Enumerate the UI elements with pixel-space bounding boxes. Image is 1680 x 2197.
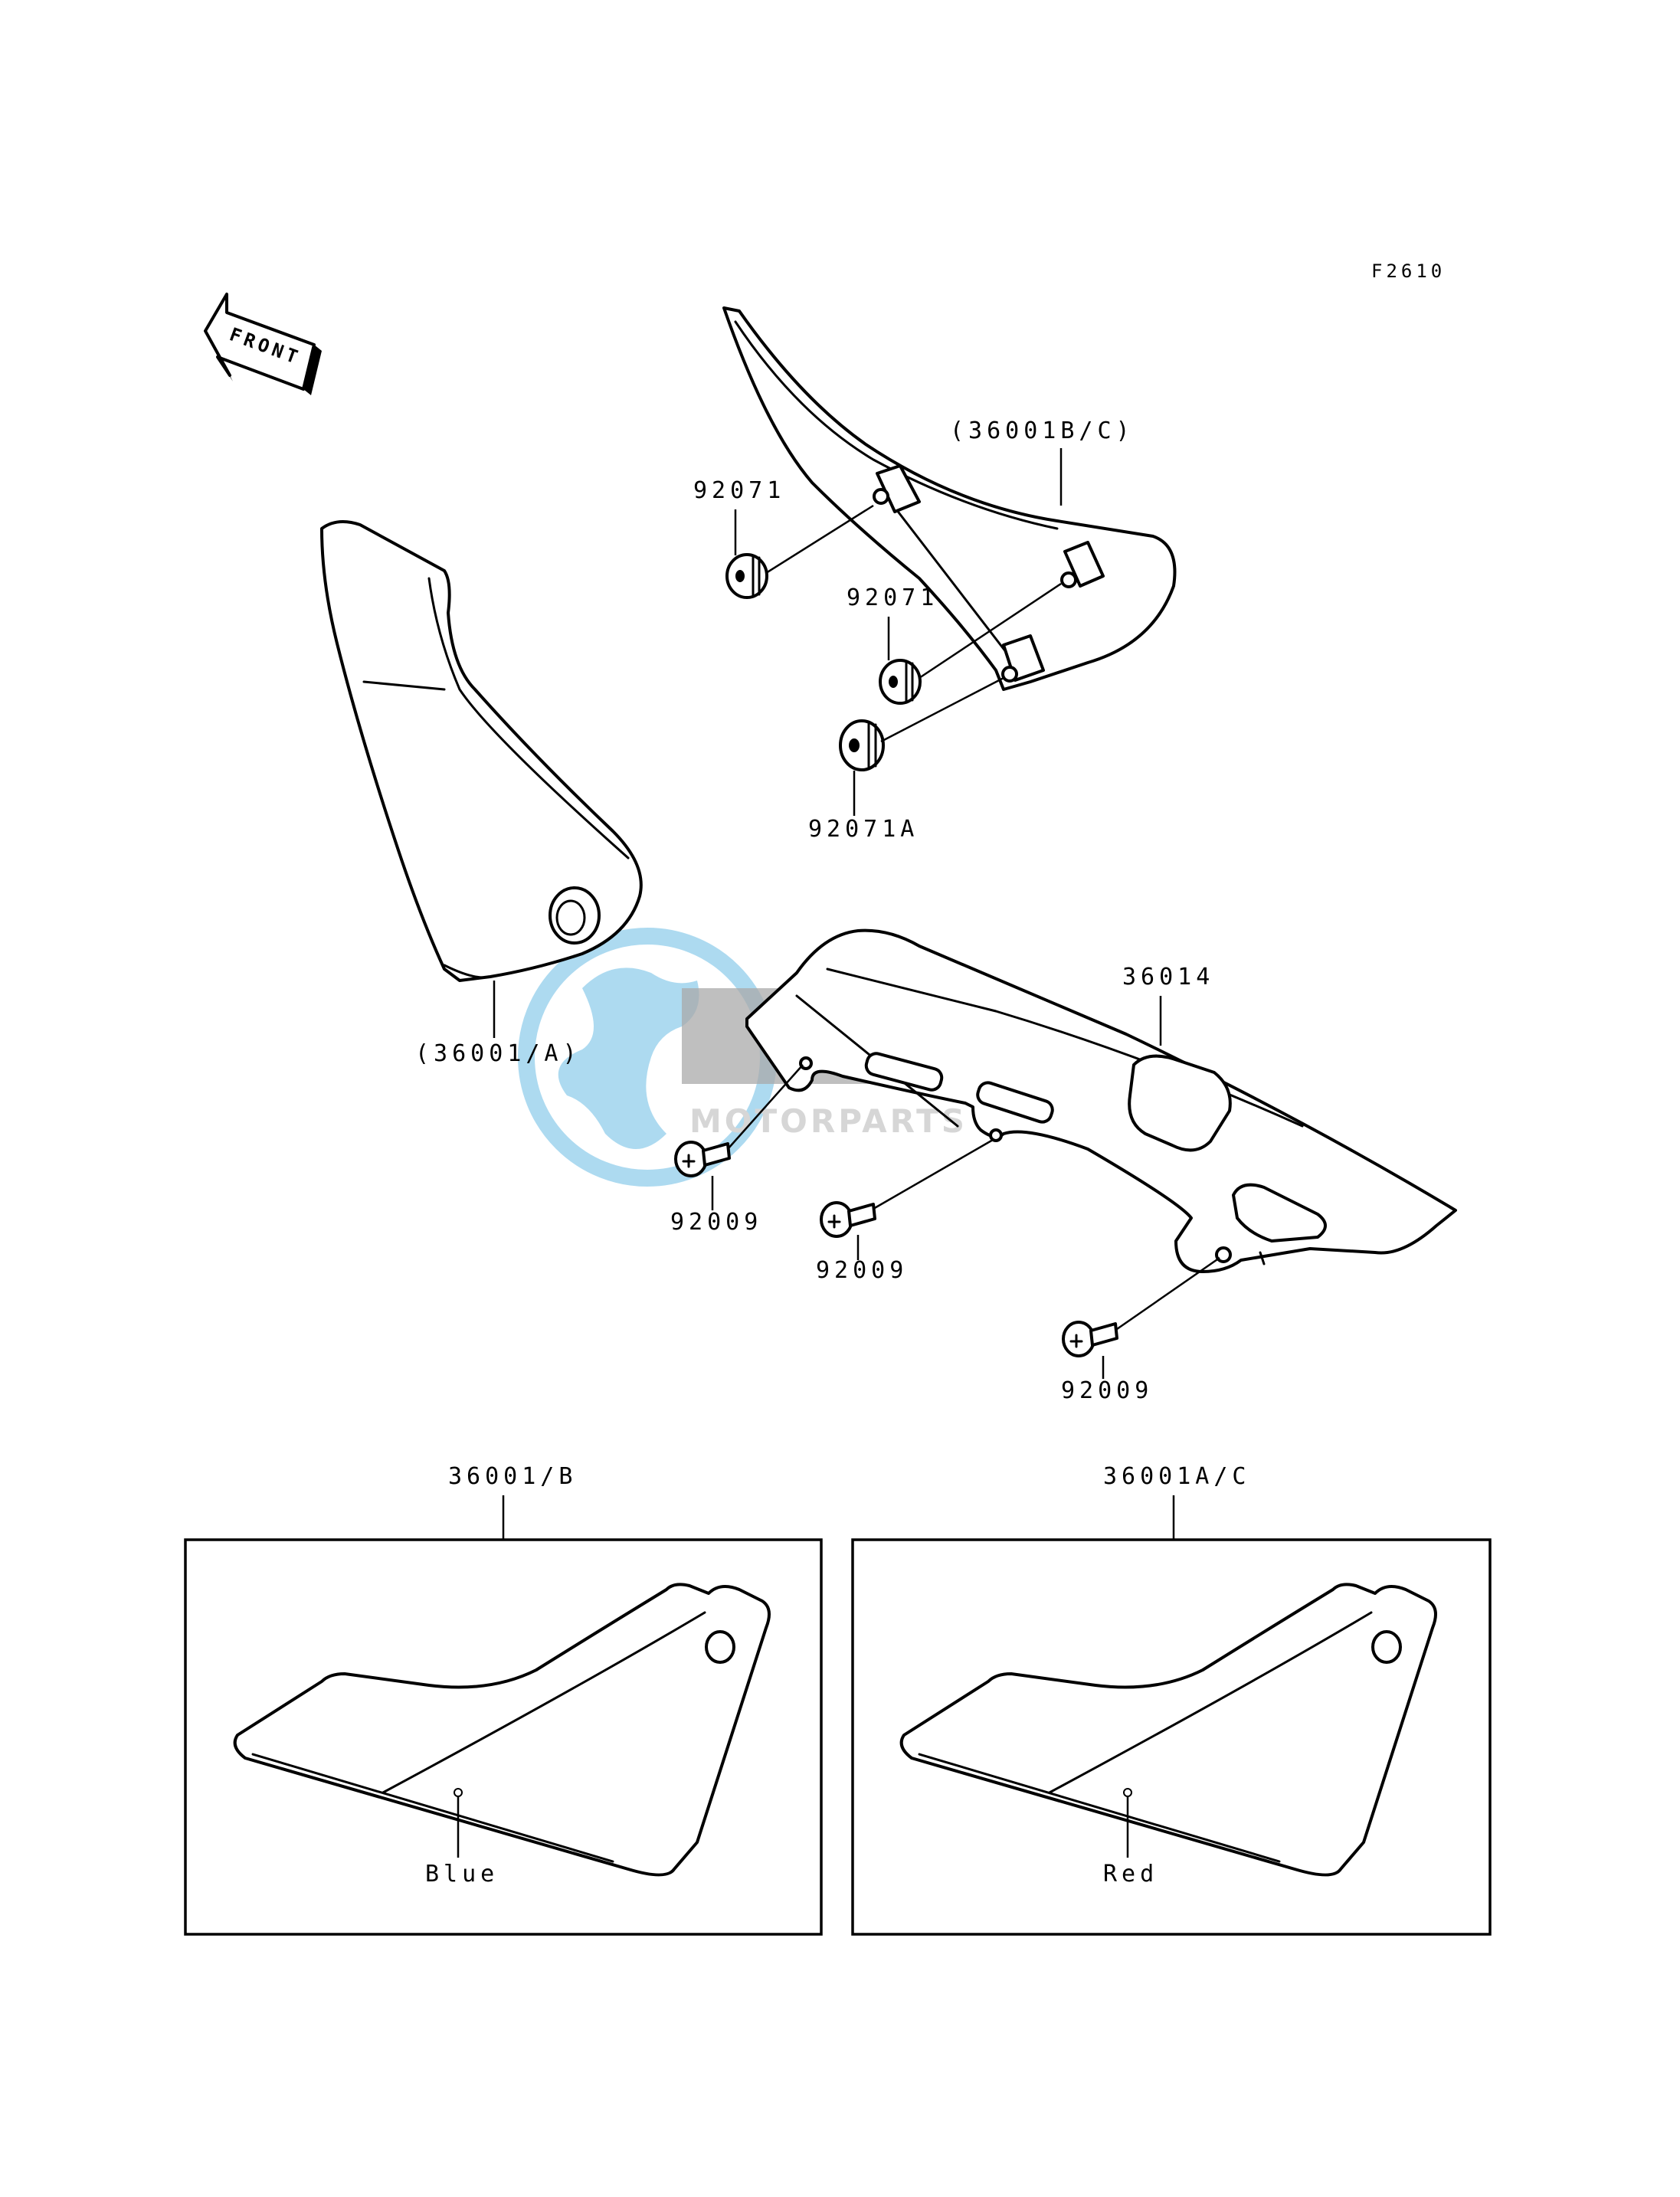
label-92009-right: 92009 <box>1061 1377 1153 1404</box>
front-arrow-icon: FRONT <box>204 293 322 395</box>
label-36001b-c: (36001B/C) <box>950 417 1135 444</box>
label-92009-left: 92009 <box>670 1209 762 1236</box>
variant-left-box <box>184 1538 823 1936</box>
screw-92009-right <box>1062 1321 1118 1357</box>
variant-right-part: 36001A/C <box>1103 1463 1251 1490</box>
label-36001-a: (36001/A) <box>415 1040 581 1067</box>
label-92071-mid: 92071 <box>847 584 938 611</box>
label-92071-top: 92071 <box>693 477 785 504</box>
variant-right-box <box>851 1538 1492 1936</box>
variant-left-color: Blue <box>425 1861 499 1888</box>
watermark-text: MOTORPARTS <box>689 1102 968 1140</box>
screw-92009-mid <box>820 1201 876 1238</box>
grommet-92071-mid <box>879 659 922 705</box>
label-36014: 36014 <box>1122 964 1214 990</box>
chain-cover <box>745 928 1457 1273</box>
variant-right-cover <box>899 1583 1437 1877</box>
grommet-92071a <box>839 719 885 771</box>
grommet-92071-top <box>725 553 768 599</box>
side-cover-b-c <box>722 306 1177 691</box>
screw-92009-left <box>674 1141 731 1177</box>
side-cover-a <box>320 520 643 982</box>
label-92009-mid: 92009 <box>816 1257 908 1284</box>
variant-left-cover <box>233 1583 771 1877</box>
label-92071a: 92071A <box>808 816 919 843</box>
variant-left-part: 36001/B <box>448 1463 577 1490</box>
variant-right-color: Red <box>1103 1861 1158 1888</box>
figure-code: F2610 <box>1371 260 1446 282</box>
